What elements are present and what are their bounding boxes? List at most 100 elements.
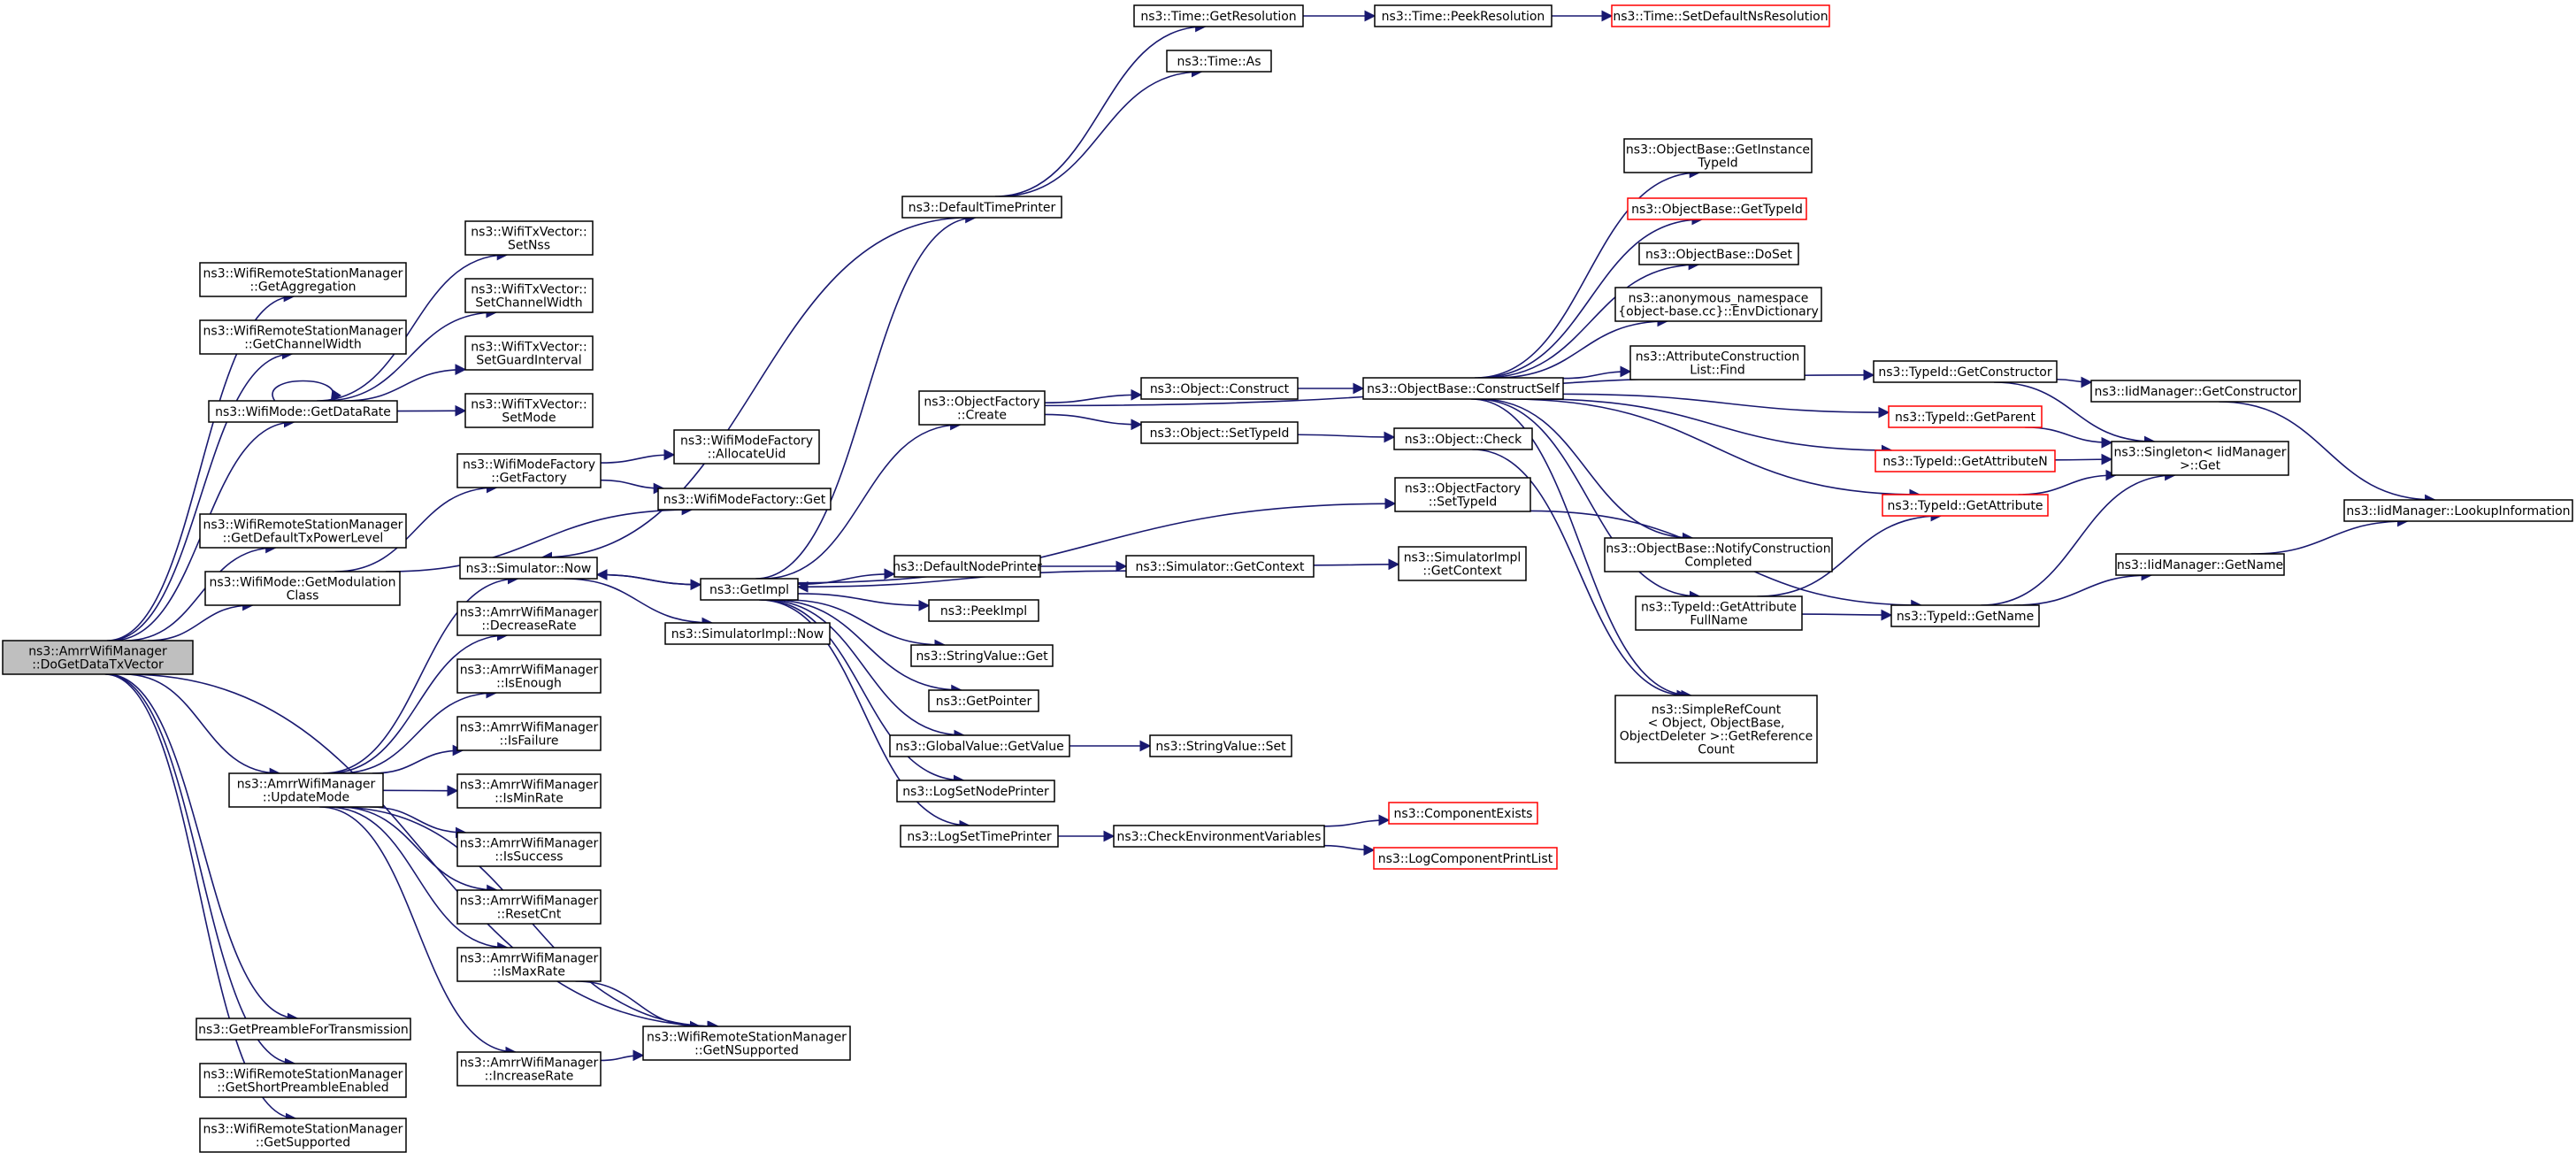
node-box[interactable]: [1604, 537, 1833, 572]
node-objBaseDoSet[interactable]: ns3::ObjectBase::DoSet: [1638, 242, 1799, 265]
node-box[interactable]: [1614, 695, 1818, 764]
node-box[interactable]: [1623, 138, 1813, 173]
node-timeSetDefaultNsResolution[interactable]: ns3::Time::SetDefaultNsResolution: [1611, 4, 1830, 27]
node-peekImpl[interactable]: ns3::PeekImpl: [928, 599, 1039, 622]
node-box[interactable]: [456, 601, 602, 636]
node-box[interactable]: [199, 319, 407, 355]
node-box[interactable]: [1874, 449, 2056, 472]
node-getFactory[interactable]: ns3::WifiModeFactory::GetFactory: [456, 453, 602, 488]
node-box[interactable]: [199, 262, 407, 297]
node-box[interactable]: [1882, 494, 2049, 517]
node-box[interactable]: [1373, 847, 1558, 870]
node-isSuccess[interactable]: ns3::AmrrWifiManager::IsSuccess: [456, 832, 602, 867]
node-objectSetTypeId[interactable]: ns3::Object::SetTypeId: [1140, 421, 1299, 444]
node-box[interactable]: [900, 825, 1059, 848]
node-box[interactable]: [1362, 377, 1564, 400]
node-box[interactable]: [196, 1018, 411, 1041]
node-box[interactable]: [657, 488, 832, 511]
node-defaultTimePrinter[interactable]: ns3::DefaultTimePrinter: [901, 196, 1062, 219]
node-box[interactable]: [2090, 380, 2301, 403]
node-box[interactable]: [464, 220, 594, 256]
node-box[interactable]: [228, 772, 384, 808]
node-iidGetConstructor[interactable]: ns3::IidManager::GetConstructor: [2090, 380, 2301, 403]
node-box[interactable]: [2, 640, 194, 675]
node-box[interactable]: [456, 658, 602, 694]
node-globalValueGetValue[interactable]: ns3::GlobalValue::GetValue: [889, 734, 1070, 757]
node-box[interactable]: [2115, 553, 2285, 576]
node-componentExists[interactable]: ns3::ComponentExists: [1388, 802, 1538, 825]
node-isMinRate[interactable]: ns3::AmrrWifiManager::IsMinRate: [456, 773, 602, 809]
node-box[interactable]: [901, 196, 1062, 219]
node-box[interactable]: [1140, 377, 1299, 400]
node-allocateUid[interactable]: ns3::WifiModeFactory::AllocateUid: [673, 429, 820, 465]
node-updateMode[interactable]: ns3::AmrrWifiManager::UpdateMode: [228, 772, 384, 808]
node-typeIdGetName[interactable]: ns3::TypeId::GetName: [1890, 604, 2040, 627]
node-box[interactable]: [1635, 595, 1803, 631]
node-box[interactable]: [208, 400, 398, 423]
node-getShortPreamble[interactable]: ns3::WifiRemoteStationManager::GetShortP…: [199, 1063, 407, 1098]
node-box[interactable]: [1614, 287, 1822, 322]
node-setGuardInterval[interactable]: ns3::WifiTxVector::SetGuardInterval: [464, 335, 594, 371]
node-timeAs[interactable]: ns3::Time::As: [1166, 50, 1272, 73]
node-box[interactable]: [1638, 242, 1799, 265]
node-getPreamble[interactable]: ns3::GetPreambleForTransmission: [196, 1018, 411, 1041]
node-wmfGet[interactable]: ns3::WifiModeFactory::Get: [657, 488, 832, 511]
node-box[interactable]: [464, 335, 594, 371]
node-typeIdGetAttribute[interactable]: ns3::TypeId::GetAttribute: [1882, 494, 2049, 517]
node-timePeekResolution[interactable]: ns3::Time::PeekResolution: [1374, 4, 1552, 27]
node-box[interactable]: [199, 1118, 407, 1153]
node-objectCheck[interactable]: ns3::Object::Check: [1393, 427, 1533, 450]
node-lookupInformation[interactable]: ns3::IidManager::LookupInformation: [2343, 499, 2573, 522]
node-box[interactable]: [889, 734, 1070, 757]
node-constructSelf[interactable]: ns3::ObjectBase::ConstructSelf: [1362, 377, 1564, 400]
node-box[interactable]: [893, 555, 1041, 578]
node-box[interactable]: [1388, 802, 1538, 825]
node-objBaseGetTypeId[interactable]: ns3::ObjectBase::GetTypeId: [1627, 197, 1807, 220]
node-iidGetName[interactable]: ns3::IidManager::GetName: [2115, 553, 2285, 576]
node-isEnough[interactable]: ns3::AmrrWifiManager::IsEnough: [456, 658, 602, 694]
node-box[interactable]: [910, 644, 1054, 667]
node-box[interactable]: [204, 571, 401, 606]
node-setNss[interactable]: ns3::WifiTxVector::SetNss: [464, 220, 594, 256]
node-box[interactable]: [199, 1063, 407, 1098]
node-logSetNodePrinter[interactable]: ns3::LogSetNodePrinter: [896, 780, 1055, 803]
node-checkEnvVars[interactable]: ns3::CheckEnvironmentVariables: [1113, 825, 1325, 848]
node-box[interactable]: [1629, 345, 1806, 380]
node-box[interactable]: [1166, 50, 1272, 73]
node-box[interactable]: [928, 689, 1039, 712]
node-simNow[interactable]: ns3::Simulator::Now: [459, 557, 598, 580]
node-setMode[interactable]: ns3::WifiTxVector::SetMode: [464, 393, 594, 428]
node-box[interactable]: [456, 832, 602, 867]
node-box[interactable]: [642, 1026, 851, 1061]
node-root[interactable]: ns3::AmrrWifiManager::DoGetDataTxVector: [2, 640, 194, 675]
node-box[interactable]: [1140, 421, 1299, 444]
node-decreaseRate[interactable]: ns3::AmrrWifiManager::DecreaseRate: [456, 601, 602, 636]
node-box[interactable]: [700, 578, 799, 601]
node-timeGetResolution[interactable]: ns3::Time::GetResolution: [1133, 4, 1304, 27]
node-box[interactable]: [1890, 604, 2040, 627]
node-box[interactable]: [928, 599, 1039, 622]
node-increaseRate[interactable]: ns3::AmrrWifiManager::IncreaseRate: [456, 1051, 602, 1087]
node-resetCnt[interactable]: ns3::AmrrWifiManager::ResetCnt: [456, 889, 602, 925]
node-box[interactable]: [2343, 499, 2573, 522]
node-box[interactable]: [1113, 825, 1325, 848]
node-box[interactable]: [1149, 734, 1292, 757]
node-box[interactable]: [464, 278, 594, 313]
node-box[interactable]: [1888, 405, 2043, 428]
node-getAggregation[interactable]: ns3::WifiRemoteStationManager::GetAggreg…: [199, 262, 407, 297]
node-simImplNow[interactable]: ns3::SimulatorImpl::Now: [664, 622, 831, 645]
node-objFactorySetTypeId[interactable]: ns3::ObjectFactory::SetTypeId: [1394, 477, 1531, 512]
node-box[interactable]: [1611, 4, 1830, 27]
node-box[interactable]: [459, 557, 598, 580]
node-box[interactable]: [896, 780, 1055, 803]
node-typeIdGetAttributeN[interactable]: ns3::TypeId::GetAttributeN: [1874, 449, 2056, 472]
node-isMaxRate[interactable]: ns3::AmrrWifiManager::IsMaxRate: [456, 947, 602, 982]
node-box[interactable]: [1398, 546, 1527, 581]
node-box[interactable]: [456, 1051, 602, 1087]
node-isFailure[interactable]: ns3::AmrrWifiManager::IsFailure: [456, 716, 602, 751]
node-simGetContext[interactable]: ns3::Simulator::GetContext: [1125, 555, 1315, 578]
